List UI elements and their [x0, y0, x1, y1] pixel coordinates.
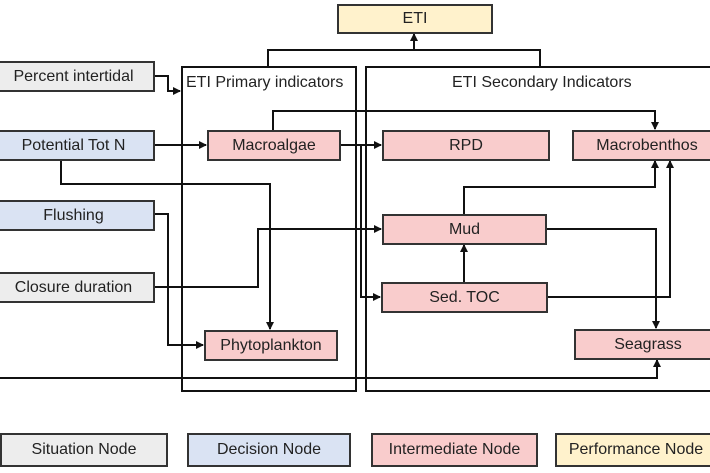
legend-decision-node: Decision Node — [187, 433, 351, 467]
node-sed-toc: Sed. TOC — [381, 282, 548, 313]
edge-sed-toc-to-macrobenthos — [547, 160, 674, 298]
edge-mud-to-macrobenthos — [463, 160, 659, 214]
node-flushing: Flushing — [0, 200, 155, 231]
legend-situation-node: Situation Node — [0, 433, 168, 467]
node-eti: ETI — [337, 4, 493, 34]
edge-left-to-seagrass — [0, 359, 661, 379]
node-percent-intertidal: Percent intertidal — [0, 61, 155, 92]
group-secondary-label: ETI Secondary Indicators — [452, 74, 632, 91]
node-mud: Mud — [382, 214, 547, 245]
edge-percent-intertidal-to-primary — [155, 75, 181, 95]
edge-closure-to-mud — [155, 225, 382, 288]
edge-tot-n-to-phytoplankton — [60, 160, 274, 330]
node-macroalgae: Macroalgae — [207, 130, 341, 161]
edge-macroalgae-to-macrobenthos — [272, 110, 659, 130]
node-seagrass: Seagrass — [574, 329, 710, 360]
node-phytoplankton: Phytoplankton — [204, 330, 338, 361]
edge-macroalgae-to-sed-toc — [360, 145, 381, 301]
legend-intermediate-node: Intermediate Node — [371, 433, 538, 467]
node-rpd: RPD — [382, 130, 550, 161]
legend-performance-node: Performance Node — [555, 433, 710, 467]
node-potential-tot-n: Potential Tot N — [0, 130, 155, 161]
edge-mud-to-seagrass — [546, 228, 660, 329]
edge-groups-to-eti — [267, 49, 541, 66]
edge-flushing-to-phytoplankton — [155, 213, 204, 349]
node-closure-duration: Closure duration — [0, 272, 155, 303]
node-macrobenthos: Macrobenthos — [572, 130, 710, 161]
group-primary-label: ETI Primary indicators — [186, 74, 344, 91]
